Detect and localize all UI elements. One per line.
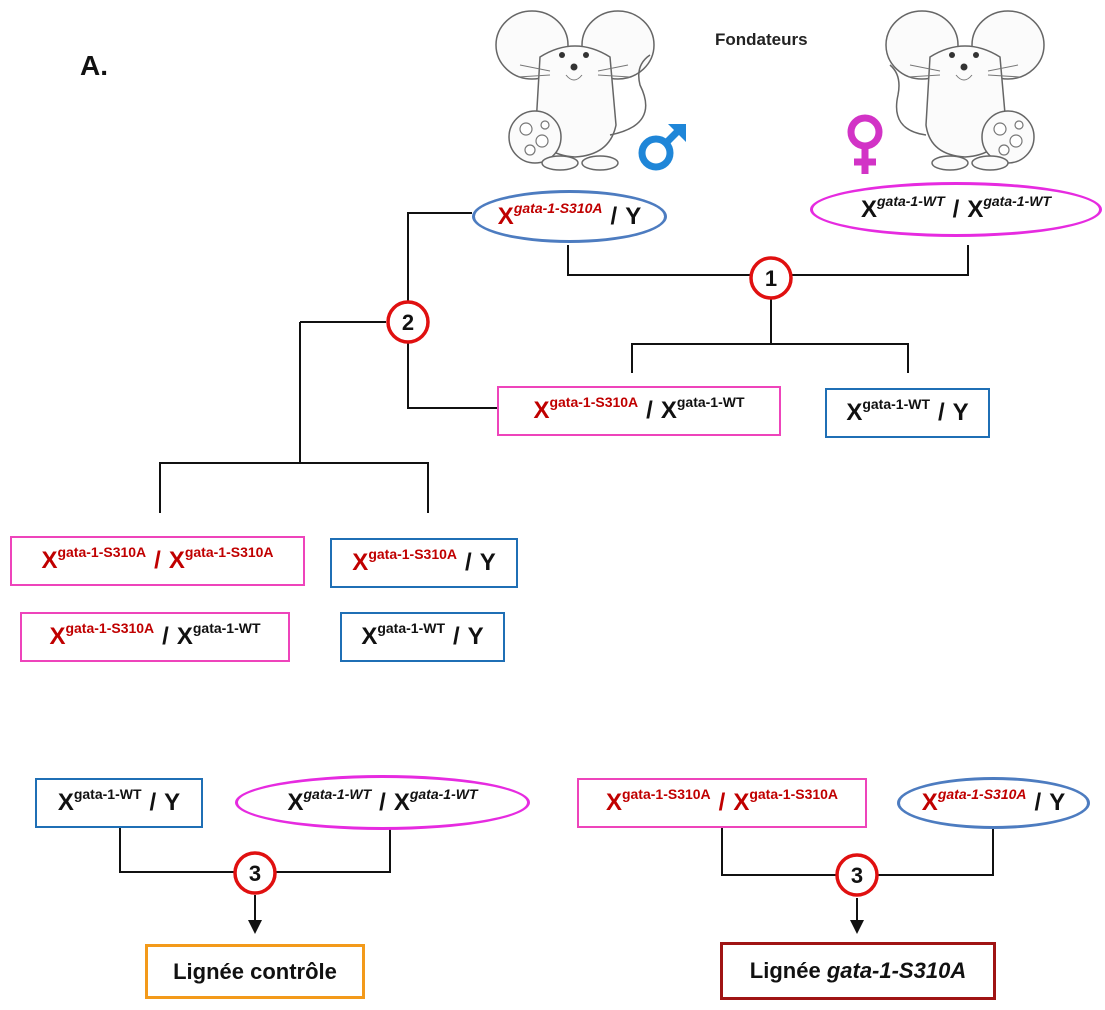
allele-x: X [57, 789, 74, 816]
allele-x: X [846, 399, 863, 426]
allele-superscript: gata-1-S310A [57, 544, 147, 560]
allele-x: X [733, 789, 750, 816]
allele-superscript: gata-1-WT [192, 620, 261, 636]
allele-y: Y [1049, 789, 1066, 816]
step-circle-3-mutant: 3 [835, 853, 879, 897]
allele-superscript: gata-1-S310A [549, 394, 639, 410]
allele-superscript: gata-1-S310A [621, 786, 711, 802]
genotype-separator: / [1034, 789, 1042, 816]
genotype-separator: / [610, 202, 618, 230]
outcome-mutant-line: Lignée gata-1-S310A [720, 942, 996, 1000]
genotype-separator: / [154, 547, 161, 574]
arrowhead-mutant [850, 920, 864, 934]
panel-label: A. [80, 50, 108, 81]
allele-superscript: gata-1-WT [983, 192, 1052, 209]
allele-x: X [287, 788, 304, 816]
step-number-3-mutant: 3 [851, 863, 863, 888]
allele-x: X [533, 397, 550, 424]
genotype-separator: / [379, 788, 386, 816]
genotype-separator: / [952, 195, 960, 223]
outcome-mutant-name: gata-1-S310A [826, 958, 967, 983]
allele-superscript: gata-1-S310A [184, 544, 274, 560]
allele-superscript: gata-1-WT [862, 396, 930, 412]
outcome-control-label: Lignée contrôle [173, 958, 337, 984]
allele-superscript: gata-1-WT [303, 785, 372, 802]
allele-x: X [660, 397, 677, 424]
founders-label: Fondateurs [715, 30, 808, 49]
outcome-mutant-prefix: Lignée [749, 958, 821, 983]
genotype-separator: / [162, 623, 169, 650]
genotype-separator: / [149, 789, 157, 816]
step-number-2: 2 [402, 310, 414, 335]
arrowhead-control [248, 920, 262, 934]
mouse-cartoon-icon [885, 10, 1045, 171]
genotype-separator: / [718, 789, 726, 816]
genotype-separator: / [938, 399, 945, 426]
allele-y: Y [164, 789, 181, 816]
allele-x: X [168, 547, 185, 574]
step-circle-1: 1 [749, 256, 793, 300]
allele-y: Y [467, 623, 484, 650]
step-number-3-control: 3 [249, 861, 261, 886]
allele-x: X [361, 623, 378, 650]
allele-superscript: gata-1-WT [876, 192, 945, 209]
allele-x: X [176, 623, 193, 650]
allele-superscript: gata-1-WT [377, 620, 445, 636]
allele-x: X [497, 202, 514, 230]
allele-superscript: gata-1-WT [73, 786, 142, 802]
cross2-offspring-line [159, 462, 429, 513]
allele-superscript: gata-1-WT [409, 785, 478, 802]
outcome-control-line: Lignée contrôle [145, 944, 365, 999]
allele-x: X [860, 195, 877, 223]
step-circle-2: 2 [386, 300, 430, 344]
allele-y: Y [952, 399, 969, 426]
allele-y: Y [479, 549, 496, 576]
allele-superscript: gata-1-S310A [368, 546, 458, 562]
mouse-cartoon-icon [495, 10, 655, 171]
allele-x: X [967, 195, 984, 223]
allele-superscript: gata-1-S310A [65, 620, 155, 636]
step-number-1: 1 [765, 266, 777, 291]
allele-x: X [605, 789, 622, 816]
mars-symbol-icon [638, 124, 686, 171]
allele-superscript: gata-1-WT [676, 394, 745, 410]
venus-symbol-icon [847, 114, 883, 174]
allele-superscript: gata-1-S310A [513, 199, 603, 216]
allele-x: X [921, 789, 938, 816]
cross1-offspring-line [631, 343, 909, 373]
genotype-separator: / [646, 397, 653, 424]
genotype-separator: / [465, 549, 472, 576]
allele-superscript: gata-1-S310A [749, 786, 839, 802]
allele-superscript: gata-1-S310A [937, 786, 1027, 802]
allele-x: X [41, 547, 58, 574]
step-circle-3-control: 3 [233, 851, 277, 895]
allele-x: X [393, 788, 410, 816]
allele-x: X [49, 623, 66, 650]
allele-y: Y [625, 202, 642, 230]
allele-x: X [352, 549, 369, 576]
genotype-separator: / [453, 623, 460, 650]
